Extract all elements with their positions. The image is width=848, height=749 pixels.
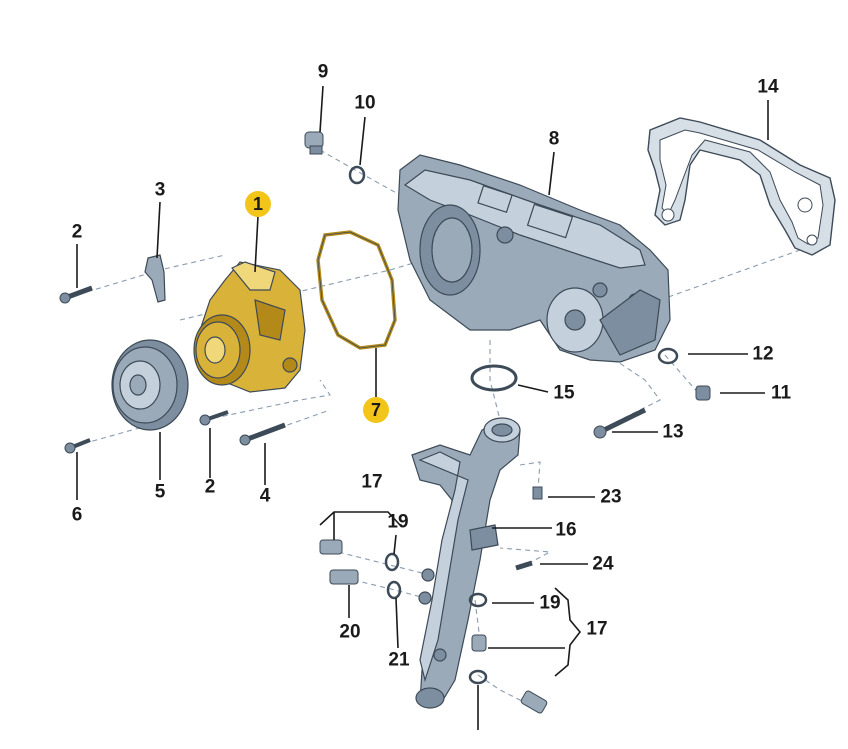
- label-part-3: 3: [154, 179, 166, 201]
- oring-part-19-left: [384, 552, 400, 572]
- label-part-13: 13: [662, 421, 684, 443]
- label-part-2-bottom: 2: [204, 476, 216, 498]
- label-part-17-left: 17: [361, 471, 383, 493]
- assembly-axis-lines: [69, 149, 801, 706]
- label-part-21: 21: [388, 649, 410, 671]
- housing-part-8: [397, 154, 671, 363]
- oring-part-17-lower: [468, 669, 488, 685]
- oring-part-21: [386, 580, 402, 600]
- screw-part-23: [532, 486, 543, 500]
- bolt-part-2-lower: [199, 410, 229, 426]
- label-part-4: 4: [259, 485, 271, 507]
- fitting-part-17-right: [471, 634, 487, 652]
- oring-part-12: [657, 347, 679, 365]
- label-part-19-left: 19: [387, 511, 409, 533]
- label-part-9: 9: [317, 61, 329, 83]
- bolt-part-6: [64, 438, 91, 454]
- label-part-24: 24: [592, 553, 614, 575]
- badge-part-1-label: 1: [252, 193, 263, 214]
- label-part-8: 8: [548, 128, 560, 150]
- bolt-part-13: [593, 407, 647, 439]
- label-part-15: 15: [553, 382, 575, 404]
- coolant-pipe-part-16: [411, 417, 521, 709]
- label-part-12: 12: [752, 343, 774, 365]
- oring-part-19-right: [468, 592, 488, 608]
- screw-part-24: [515, 560, 533, 571]
- gasket-part-14: [647, 117, 836, 256]
- fitting-part-20: [329, 569, 359, 585]
- pump-gasket-part-7: [316, 230, 397, 350]
- label-part-2-top: 2: [71, 221, 83, 243]
- water-pump-part-1: [193, 261, 306, 393]
- label-part-19-right: 19: [539, 592, 561, 614]
- plug-part-11: [695, 385, 711, 401]
- pulley-part-5: [111, 339, 189, 431]
- leader-lines: [76, 85, 769, 730]
- fitting-part-bottom: [520, 690, 548, 714]
- label-part-10: 10: [354, 92, 376, 114]
- label-part-11: 11: [770, 382, 792, 404]
- label-part-20: 20: [339, 621, 361, 643]
- bolt-part-4: [239, 422, 286, 446]
- badge-part-1: 1: [245, 191, 271, 217]
- fitting-part-17-left-top: [319, 539, 343, 555]
- bracket-part-3: [144, 254, 166, 303]
- label-part-5: 5: [154, 481, 166, 503]
- label-part-6: 6: [71, 504, 83, 526]
- badge-part-7-label: 7: [370, 399, 381, 420]
- oring-part-15: [470, 364, 518, 392]
- label-part-17-right: 17: [586, 618, 608, 640]
- oring-part-10: [348, 165, 366, 185]
- label-part-16: 16: [555, 519, 577, 541]
- bolt-part-2-left: [59, 285, 93, 304]
- plug-part-9: [304, 131, 324, 155]
- label-part-23: 23: [600, 486, 622, 508]
- badge-part-7: 7: [363, 397, 389, 423]
- label-part-14: 14: [757, 76, 779, 98]
